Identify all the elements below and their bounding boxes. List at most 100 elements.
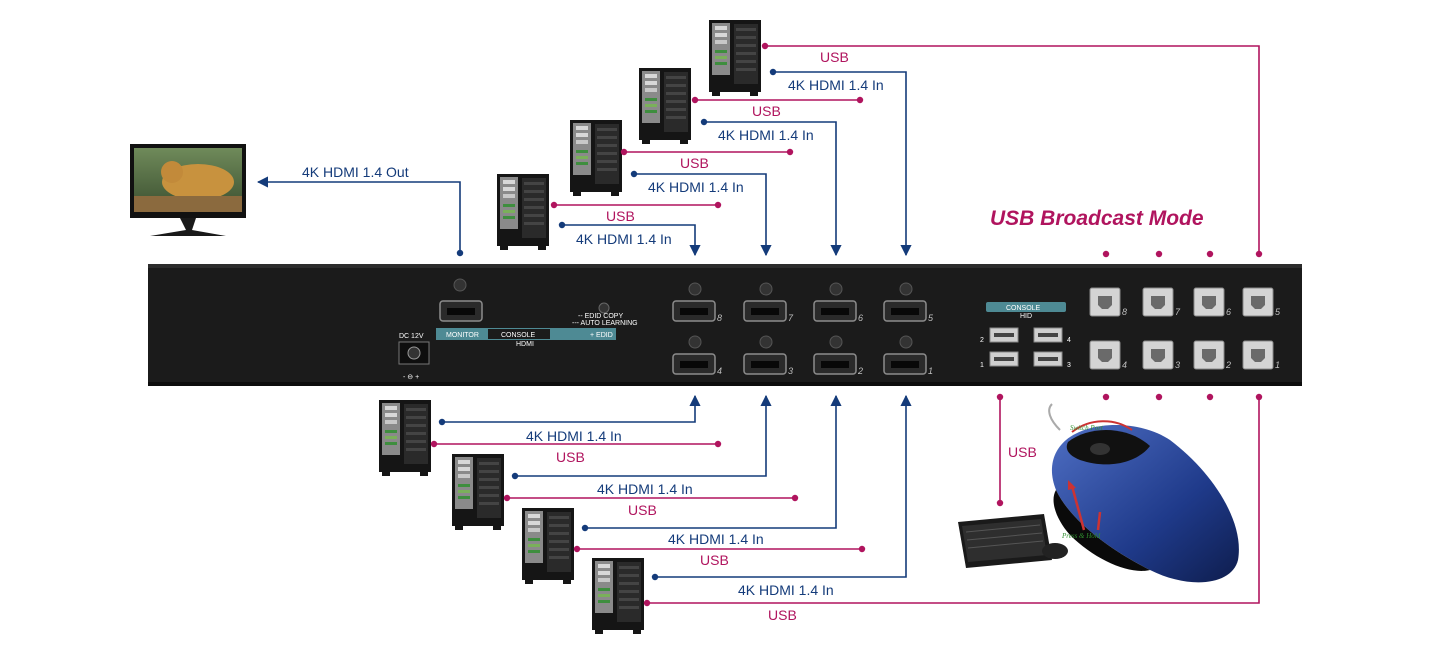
port-screw — [688, 335, 702, 349]
usb-port-number: 8 — [1122, 307, 1127, 317]
usb-port-number: 2 — [1225, 360, 1231, 370]
press-hold-note: Press & Hold — [1061, 532, 1101, 540]
hdmi-port-number: 8 — [717, 313, 722, 323]
hid-num: 3 — [1067, 362, 1071, 369]
hdmi-port-number: 5 — [928, 313, 934, 323]
dc-label: DC 12V — [399, 333, 424, 340]
hdmi-port-slot — [680, 308, 708, 315]
usb-b-socket — [1251, 296, 1265, 309]
hdmi-out-label: 4K HDMI 1.4 Out — [302, 164, 409, 180]
hdmi-in-line — [634, 173, 772, 257]
hid-console-label: CONSOLE — [1006, 305, 1041, 312]
port-screw — [899, 335, 913, 349]
hdmi-port-slot — [821, 361, 849, 368]
keyboard-icon — [958, 514, 1068, 568]
usb-label: USB — [700, 552, 729, 568]
hdmi-port-number: 3 — [788, 366, 793, 376]
usb-line — [647, 397, 1260, 604]
console-label: CONSOLE — [501, 332, 536, 339]
usb-connections — [434, 45, 1260, 604]
usb-port-number: 6 — [1226, 307, 1231, 317]
hdmi-in-label: 4K HDMI 1.4 In — [668, 531, 764, 547]
kvm-switch-rear-panel: MONITOR CONSOLE + EDID HDMI -- EDID COPY… — [148, 264, 1302, 386]
usb-label: USB — [820, 49, 849, 65]
usb-label: USB — [606, 208, 635, 224]
hdmi-port-number: 2 — [857, 366, 863, 376]
hdmi-port-slot — [680, 361, 708, 368]
hdmi-in-line — [515, 394, 772, 477]
usb-label: USB — [752, 103, 781, 119]
port-screw — [688, 282, 702, 296]
port-screw — [899, 282, 913, 296]
hdmi-in-line — [585, 394, 842, 529]
pc-icon — [592, 558, 644, 634]
pc-icon — [379, 400, 431, 476]
pc-icon — [570, 120, 622, 196]
hdmi-port-slot — [891, 308, 919, 315]
usb-b-socket — [1098, 296, 1112, 309]
usb-keyboard-label: USB — [1008, 444, 1037, 460]
pc-icon — [639, 68, 691, 144]
hid-num: 1 — [980, 362, 984, 369]
hdmi-port-slot — [751, 308, 779, 315]
edid-label: + EDID — [590, 332, 613, 339]
hdmi-port-number: 6 — [858, 313, 863, 323]
hdmi-port-slot — [821, 308, 849, 315]
hdmi-in-label: 4K HDMI 1.4 In — [526, 428, 622, 444]
usb-label: USB — [768, 607, 797, 623]
usb-label: USB — [628, 502, 657, 518]
hid-label: HID — [1020, 313, 1032, 320]
hdmi-in-label: 4K HDMI 1.4 In — [738, 582, 834, 598]
hdmi-port-number: 7 — [788, 313, 794, 323]
hdmi-in-line — [562, 224, 701, 257]
hdmi-in-line — [655, 394, 912, 578]
usb-line — [765, 45, 1260, 254]
usb-port-number: 7 — [1175, 307, 1181, 317]
pc-icon — [452, 454, 504, 530]
hdmi-in-line — [704, 121, 842, 257]
hdmi-in-label: 4K HDMI 1.4 In — [788, 77, 884, 93]
hdmi-port-slot — [751, 361, 779, 368]
hdmi-out-line — [256, 176, 461, 253]
usb-label: USB — [680, 155, 709, 171]
hdmi-in-label: 4K HDMI 1.4 In — [597, 481, 693, 497]
hdmi-port-number: 4 — [717, 366, 722, 376]
usb-b-socket — [1202, 349, 1216, 362]
usb-b-socket — [1151, 349, 1165, 362]
mouse-icon: Switch Port Press & Hold — [1048, 403, 1239, 583]
hid-num: 2 — [980, 337, 984, 344]
switch-port-note: Switch Port — [1070, 424, 1104, 432]
hdmi-in-label: 4K HDMI 1.4 In — [576, 231, 672, 247]
usb-b-socket — [1202, 296, 1216, 309]
port-screw — [759, 335, 773, 349]
hid-num: 4 — [1067, 337, 1071, 344]
mode-title: USB Broadcast Mode — [990, 207, 1204, 230]
hdmi-in-line — [442, 394, 701, 423]
usb-port-number: 3 — [1175, 360, 1180, 370]
usb-label: USB — [556, 449, 585, 465]
hdmi-port-slot — [891, 361, 919, 368]
hdmi-in-line — [773, 71, 912, 257]
port-screw — [759, 282, 773, 296]
hdmi-label: HDMI — [516, 341, 534, 348]
pc-icon — [497, 174, 549, 250]
auto-learning-label: --- AUTO LEARNING — [572, 320, 638, 327]
hdmi-in-label: 4K HDMI 1.4 In — [648, 179, 744, 195]
usb-b-socket — [1251, 349, 1265, 362]
usb-port-number: 1 — [1275, 360, 1280, 370]
hdmi-in-label: 4K HDMI 1.4 In — [718, 127, 814, 143]
usb-port-number: 5 — [1275, 307, 1281, 317]
usb-b-socket — [1098, 349, 1112, 362]
usb-b-socket — [1151, 296, 1165, 309]
pc-icon — [709, 20, 761, 96]
hdmi-port-number: 1 — [928, 366, 933, 376]
edid-copy-label: -- EDID COPY — [578, 313, 623, 320]
port-screw — [829, 335, 843, 349]
port-screw — [829, 282, 843, 296]
dc-polarity: - ⊖ + — [403, 374, 419, 381]
monitor-icon — [130, 144, 246, 236]
monitor-label: MONITOR — [446, 332, 479, 339]
pc-icon — [522, 508, 574, 584]
hdmi-connections — [256, 71, 912, 578]
